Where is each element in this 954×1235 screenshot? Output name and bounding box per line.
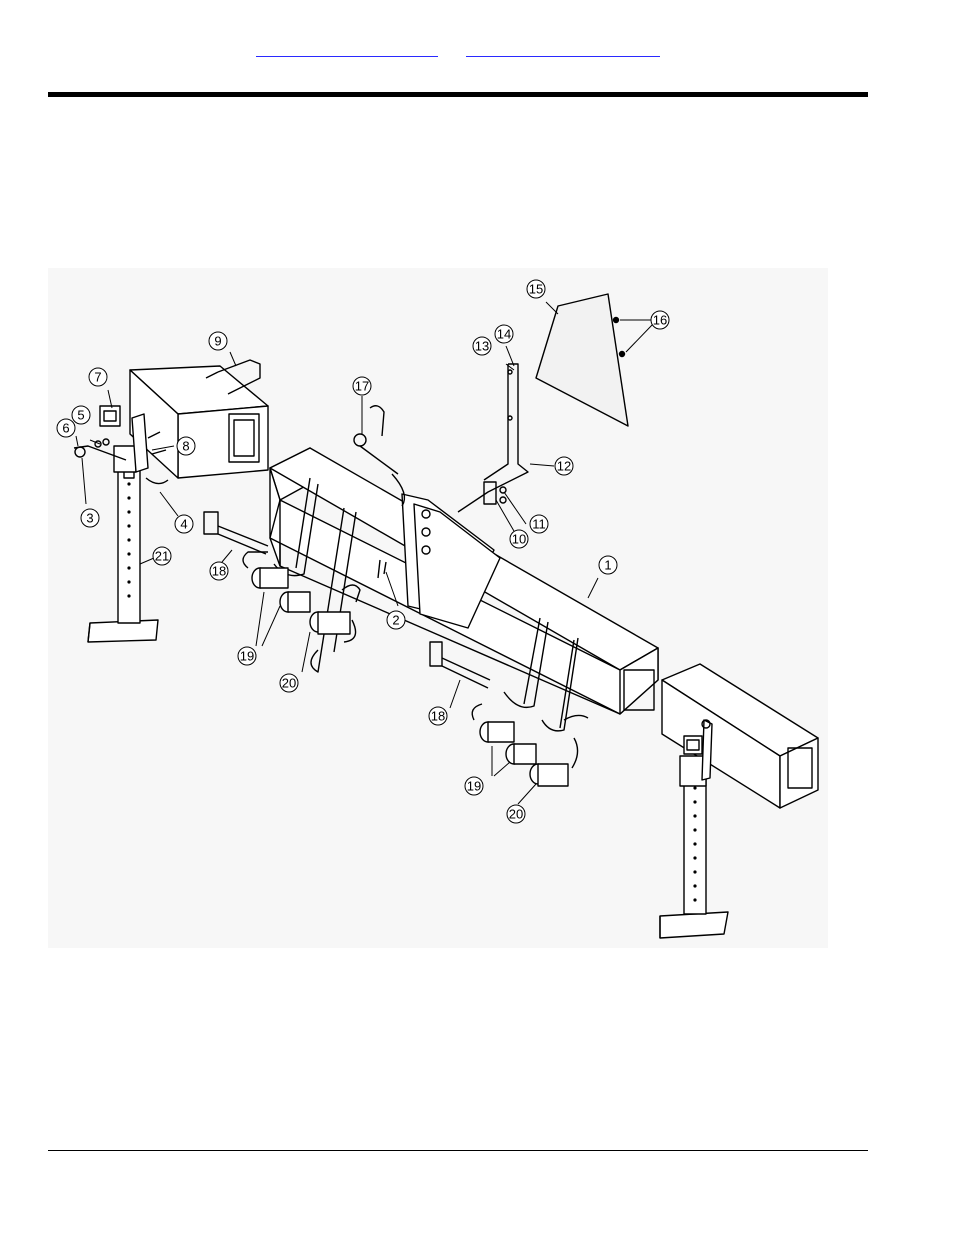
callout-18-right: 18 xyxy=(431,709,445,724)
callout-13: 13 xyxy=(475,339,489,354)
callout-15: 15 xyxy=(529,282,543,297)
top-divider xyxy=(48,92,868,97)
callout-14: 14 xyxy=(497,327,511,342)
hose-bracket xyxy=(458,294,628,512)
callout-3: 3 xyxy=(86,511,93,526)
callout-9: 9 xyxy=(214,334,221,349)
callout-10: 10 xyxy=(512,532,526,547)
callout-12: 12 xyxy=(557,459,571,474)
callout-11: 11 xyxy=(532,517,546,532)
callout-19-left: 19 xyxy=(240,649,254,664)
callout-5: 5 xyxy=(77,408,84,423)
callout-1: 1 xyxy=(604,558,611,573)
callout-17: 17 xyxy=(355,379,369,394)
callout-20-right: 20 xyxy=(509,807,523,822)
callout-7: 7 xyxy=(94,370,101,385)
callout-16: 16 xyxy=(653,313,667,328)
bottom-divider xyxy=(48,1150,868,1151)
callout-20-left: 20 xyxy=(282,676,296,691)
callout-6: 6 xyxy=(62,421,69,436)
left-tube xyxy=(130,366,268,478)
header-link-1[interactable] xyxy=(256,40,438,57)
callout-8: 8 xyxy=(182,439,189,454)
header-link-2[interactable] xyxy=(466,40,660,57)
callout-4: 4 xyxy=(180,517,187,532)
callout-19-right: 19 xyxy=(467,779,481,794)
parts-diagram: 1 2 3 4 5 6 7 8 9 10 11 12 13 14 15 16 1… xyxy=(48,268,828,948)
callout-2: 2 xyxy=(392,613,399,628)
callout-18-left: 18 xyxy=(212,564,226,579)
callout-21: 21 xyxy=(155,549,169,564)
